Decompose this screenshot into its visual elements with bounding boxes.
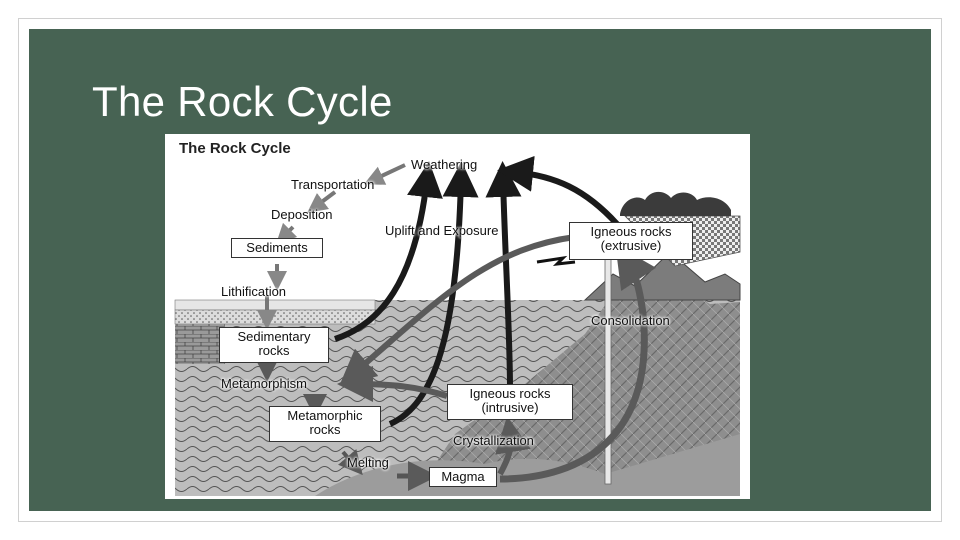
label-deposition: Deposition — [271, 207, 333, 222]
box-igneous-extrusive-line1: Igneous rocks — [590, 224, 672, 239]
box-sedimentary-rocks: Sedimentary rocks — [219, 327, 329, 363]
slide-title: The Rock Cycle — [92, 78, 393, 125]
label-lithification: Lithification — [221, 284, 287, 299]
box-sediments-label: Sediments — [246, 240, 308, 255]
label-crystallization: Crystallization — [453, 433, 534, 448]
box-metamorphic-rocks: Metamorphic rocks — [269, 406, 381, 442]
label-metamorphism: Metamorphism — [221, 376, 307, 391]
box-magma: Magma — [429, 467, 497, 487]
label-weathering: Weathering — [411, 157, 478, 172]
label-transportation: Transportation — [291, 177, 375, 192]
label-uplift: Uplift and Exposure — [385, 223, 499, 238]
label-melting: Melting — [347, 455, 389, 470]
box-metamorphic-line1: Metamorphic — [287, 408, 363, 423]
box-sedimentary-line2: rocks — [258, 343, 290, 358]
box-sedimentary-line1: Sedimentary — [237, 329, 311, 344]
rock-cycle-diagram: The Rock Cycle Weathering Transportation… — [165, 134, 750, 499]
box-magma-label: Magma — [441, 469, 485, 484]
diagram-art — [174, 155, 741, 496]
box-igneous-intrusive-line2: (intrusive) — [481, 400, 539, 415]
box-igneous-intrusive-line1: Igneous rocks — [469, 386, 551, 401]
box-igneous-intrusive: Igneous rocks (intrusive) — [447, 384, 573, 420]
label-consolidation: Consolidation — [591, 313, 670, 328]
diagram-title: The Rock Cycle — [179, 140, 291, 157]
box-igneous-extrusive: Igneous rocks (extrusive) — [569, 222, 693, 260]
box-metamorphic-line2: rocks — [309, 422, 341, 437]
box-sediments: Sediments — [231, 238, 323, 258]
box-igneous-extrusive-line2: (extrusive) — [600, 238, 662, 253]
